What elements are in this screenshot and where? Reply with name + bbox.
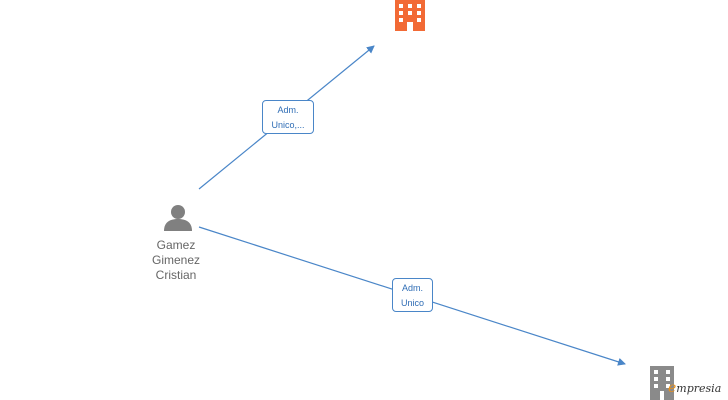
edge-label-line: Adm. — [277, 105, 299, 115]
building-icon[interactable] — [650, 366, 674, 400]
building-icon[interactable] — [395, 0, 425, 31]
watermark-text: empresia — [668, 380, 721, 396]
edge-label-line: Unico,... — [271, 120, 305, 130]
person-name-line: Cristian — [155, 268, 197, 282]
person-name-line: Gamez — [156, 238, 196, 252]
person-icon[interactable] — [164, 205, 192, 231]
watermark-rest: mpresia — [676, 382, 722, 395]
person-name-line: Gimenez — [151, 253, 201, 267]
person-name[interactable]: Gamez Gimenez Cristian — [130, 238, 222, 283]
edge-label-line: Adm. — [401, 283, 423, 293]
empresia-watermark: empresia — [646, 364, 728, 400]
edge-label-bottom[interactable]: Adm. Unico — [392, 278, 433, 312]
edge-label-top[interactable]: Adm. Unico,... — [262, 100, 314, 134]
watermark-accent-letter: e — [668, 380, 677, 396]
edge-label-line: Unico — [400, 298, 424, 308]
